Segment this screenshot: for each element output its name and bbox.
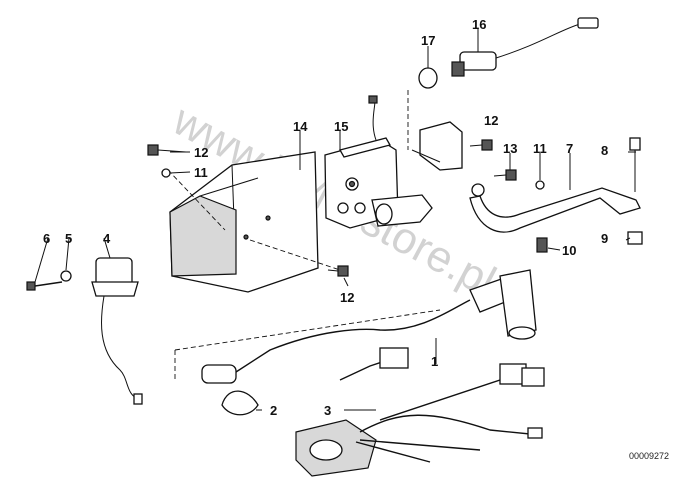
part-5-washer: [60, 270, 72, 282]
callout-4: 4: [103, 231, 111, 246]
callout-leaders: [34, 28, 636, 411]
callout-12-left: 12: [194, 145, 208, 160]
callout-labels: 14 15 17 16 12 11 12 13 11 7 8 9 10 12 4…: [43, 17, 608, 418]
callout-17: 17: [421, 33, 435, 48]
part-7-ground-strap: [469, 183, 641, 233]
screw-13: [493, 169, 517, 181]
leader-lines: [167, 90, 441, 380]
screw-12-bottom: [327, 265, 349, 277]
callout-9: 9: [601, 231, 608, 246]
washer-11-left: [161, 168, 171, 178]
part-3-wiring-harness: [295, 347, 545, 477]
mounting-bracket: [411, 121, 463, 171]
part-6-screw: [26, 281, 63, 291]
part-17-ring: [418, 67, 438, 89]
callout-11-right: 11: [533, 141, 547, 156]
callout-11-left: 11: [194, 165, 208, 180]
screw-12-top: [469, 139, 493, 151]
callout-16: 16: [472, 17, 486, 32]
callout-14: 14: [293, 119, 308, 134]
washer-11-right: [535, 180, 545, 190]
callout-1: 1: [431, 354, 438, 369]
part-9-nut: [627, 231, 643, 245]
callout-6: 6: [43, 231, 50, 246]
callout-15: 15: [334, 119, 348, 134]
callout-13: 13: [503, 141, 517, 156]
part-16-connector-cable: [451, 17, 599, 77]
part-2-clip: [221, 390, 259, 416]
callout-8: 8: [601, 143, 608, 158]
callout-12-top: 12: [484, 113, 498, 128]
callout-7: 7: [566, 141, 573, 156]
part-8-bolt: [629, 137, 641, 192]
callout-5: 5: [65, 231, 72, 246]
nut-10: [536, 237, 548, 253]
part-14-coil-housing: [169, 151, 319, 293]
callout-3: 3: [324, 403, 331, 418]
part-15-ignition-module: [324, 95, 433, 229]
document-number: 00009272: [629, 451, 669, 461]
part-4-relay: [91, 257, 143, 405]
part-1-ignition-lead: [201, 269, 537, 384]
callout-10: 10: [562, 243, 576, 258]
callout-12-bottom: 12: [340, 290, 354, 305]
callout-2: 2: [270, 403, 277, 418]
